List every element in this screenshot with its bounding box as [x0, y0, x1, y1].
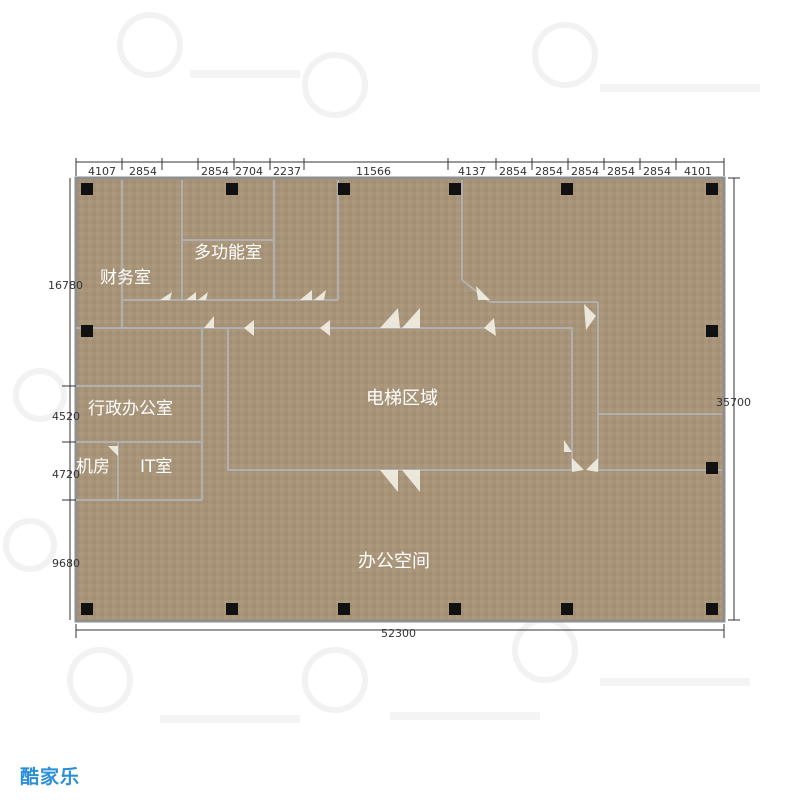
room-label-office: 办公空间 — [358, 551, 430, 572]
dim-top-8: 2854 — [499, 165, 527, 178]
dim-top-13: 4101 — [684, 165, 712, 178]
dim-left-4: 9680 — [52, 557, 80, 570]
dim-top-7: 4137 — [458, 165, 486, 178]
dim-top-6: 11566 — [356, 165, 391, 178]
dimension-lines — [62, 158, 740, 638]
dim-left-1: 16780 — [48, 279, 83, 292]
watermark-logo-icon — [3, 12, 760, 723]
dim-bottom: 52300 — [381, 627, 416, 640]
room-label-machine: 机房 — [76, 457, 110, 477]
dim-left-3: 4720 — [52, 468, 80, 481]
dim-top-11: 2854 — [607, 165, 635, 178]
dim-top-10: 2854 — [571, 165, 599, 178]
dim-top-5: 2237 — [273, 165, 301, 178]
dim-top-3: 2854 — [201, 165, 229, 178]
dim-right: 35700 — [716, 396, 751, 409]
room-label-multifunction: 多功能室 — [194, 243, 262, 263]
kujiale-logo-icon: 酷家乐 — [20, 762, 80, 789]
dim-top-1: 4107 — [88, 165, 116, 178]
dim-top-12: 2854 — [643, 165, 671, 178]
room-label-admin: 行政办公室 — [88, 399, 173, 419]
dim-top-4: 2704 — [235, 165, 263, 178]
brand-logo-text: 酷家乐 — [20, 766, 81, 788]
outer-wall — [74, 176, 726, 623]
room-label-elevator: 电梯区域 — [366, 388, 438, 409]
dim-top-2: 2854 — [129, 165, 157, 178]
column-square-icon — [81, 183, 718, 615]
door-swing-icon — [108, 286, 598, 492]
floor-area — [76, 178, 724, 621]
room-label-finance: 财务室 — [100, 268, 151, 288]
dim-top-9: 2854 — [535, 165, 563, 178]
room-label-it: IT室 — [140, 457, 172, 477]
dim-left-2: 4520 — [52, 410, 80, 423]
